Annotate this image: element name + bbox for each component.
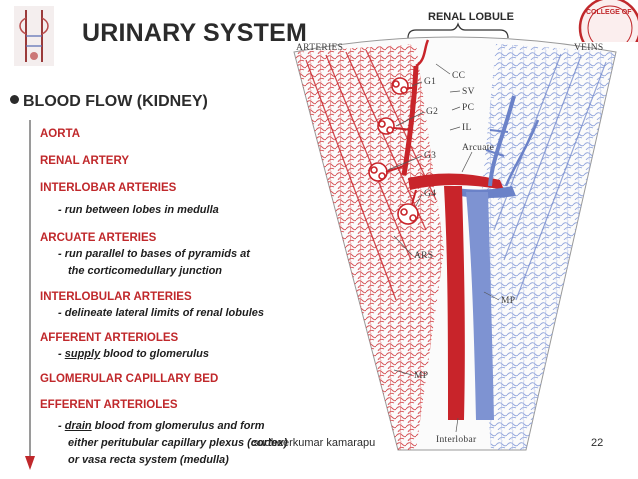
interlobar-vein <box>462 192 494 420</box>
glomeruli <box>368 77 419 225</box>
flow-arrow-icon <box>25 120 35 470</box>
slide-title: URINARY SYSTEM <box>82 19 308 47</box>
label-g3: G3 <box>424 151 436 161</box>
label-ars: ARS <box>414 251 433 261</box>
flow-note-efferent-1: - drain blood from glomerulus and form <box>58 418 265 435</box>
label-arcuate: Arcuate <box>462 143 494 153</box>
lobule-bracket <box>407 22 509 39</box>
section-heading: BLOOD FLOW (KIDNEY) <box>10 93 208 111</box>
flow-item-aorta: AORTA <box>40 128 81 140</box>
bullet-icon <box>10 95 19 104</box>
flow-item-renal-artery: RENAL ARTERY <box>40 155 130 167</box>
flow-note-efferent-2: either peritubular capillary plexus (cor… <box>68 437 288 449</box>
label-cc: CC <box>452 71 465 81</box>
flow-note-interlobular: - delineate lateral limits of renal lobu… <box>58 307 265 319</box>
label-g1: G1 <box>424 77 436 87</box>
flow-note-efferent-rest: blood from glomerulus and form <box>94 420 265 432</box>
flow-note-afferent: - supply blood to glomerulus <box>58 346 209 363</box>
flow-item-afferent-arterioles: AFFERENT ARTERIOLES <box>40 332 179 344</box>
label-sv: SV <box>462 87 475 97</box>
leader-lines <box>387 63 500 433</box>
label-mp-right: MP <box>501 296 515 306</box>
flow-item-glomerular-capillary-bed: GLOMERULAR CAPILLARY BED <box>40 373 219 385</box>
renal-lobule-label: RENAL LOBULE <box>428 11 514 23</box>
slide-credit: sudheerkumar kamarapu <box>253 437 376 449</box>
flow-note-interlobar: - run between lobes in medulla <box>58 204 219 216</box>
flow-item-interlobar-arteries: INTERLOBAR ARTERIES <box>40 182 177 194</box>
flow-note-arcuate-2: the corticomedullary junction <box>68 265 223 277</box>
flow-note-efferent-3: or vasa recta system (medulla) <box>68 454 229 466</box>
flow-note-afferent-prefix: - <box>58 348 62 360</box>
label-interlobar: Interlobar <box>436 435 477 445</box>
college-logo: COLLEGE OF <box>578 0 638 42</box>
arterial-network <box>294 44 444 450</box>
flow-note-afferent-rest: blood to glomerulus <box>103 348 209 360</box>
label-il: IL <box>462 123 472 133</box>
college-logo-text: COLLEGE OF <box>586 9 632 16</box>
flow-note-efferent-keyword: drain <box>64 420 92 432</box>
flow-item-efferent-arterioles: EFFERENT ARTERIOLES <box>40 399 178 411</box>
section-heading-text: BLOOD FLOW (KIDNEY) <box>23 93 208 110</box>
label-mp-left: MP <box>414 371 428 381</box>
label-arteries: ARTERIES <box>296 43 343 53</box>
kidney-thumbnail-icon <box>14 6 54 66</box>
renal-lobule-diagram: ARTERIES VEINS G1 G2 G3 G4 CC SV PC IL A… <box>293 22 617 451</box>
arcuate-artery <box>408 173 504 190</box>
flow-note-afferent-keyword: supply <box>64 348 101 360</box>
page-number: 22 <box>591 437 604 449</box>
flow-note-efferent-prefix: - <box>58 420 62 432</box>
label-g2: G2 <box>426 107 438 117</box>
label-pc: PC <box>462 103 474 113</box>
flow-item-arcuate-arteries: ARCUATE ARTERIES <box>40 232 157 244</box>
flow-note-arcuate-1: - run parallel to bases of pyramids at <box>58 248 250 260</box>
interlobar-artery <box>444 186 465 420</box>
venous-network <box>476 44 616 450</box>
label-veins: VEINS <box>574 43 603 53</box>
label-g4: G4 <box>424 189 436 199</box>
flow-item-interlobular-arteries: INTERLOBULAR ARTERIES <box>40 291 192 303</box>
